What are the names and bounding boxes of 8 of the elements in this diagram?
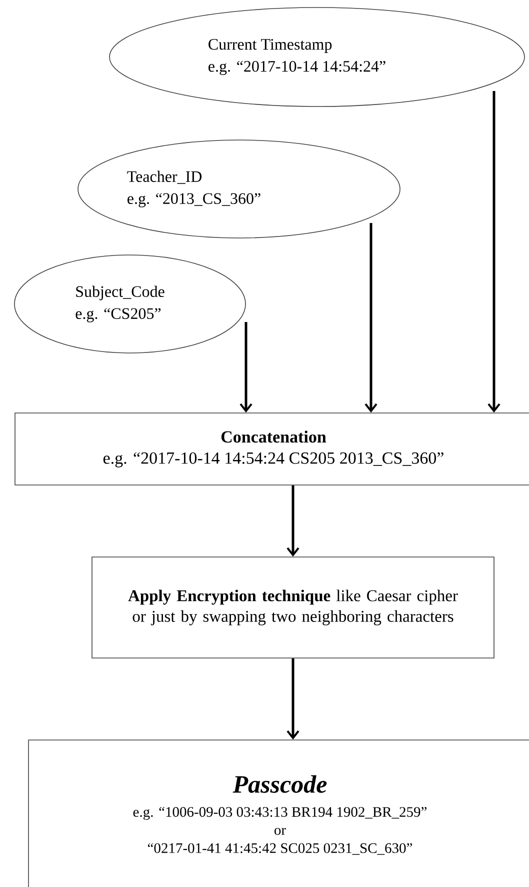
arrow [240, 322, 252, 413]
process-box: Passcode e.g. “1006-09-03 03:43:13 BR194 1902_BR_259” or “0217-01-41 41:45:42 SC025 0231_SC_630” [28, 740, 529, 887]
process-box: Apply Encryption technique like Caesar cipher or just by swapping two neighboring characters [92, 556, 494, 658]
arrow [286, 485, 300, 557]
arrow [364, 223, 378, 413]
process-box: Concatenation e.g. “2017-10-14 14:54:24 CS205 2013_CS_360” [14, 412, 529, 486]
arrow [488, 91, 500, 413]
arrow [286, 658, 300, 740]
